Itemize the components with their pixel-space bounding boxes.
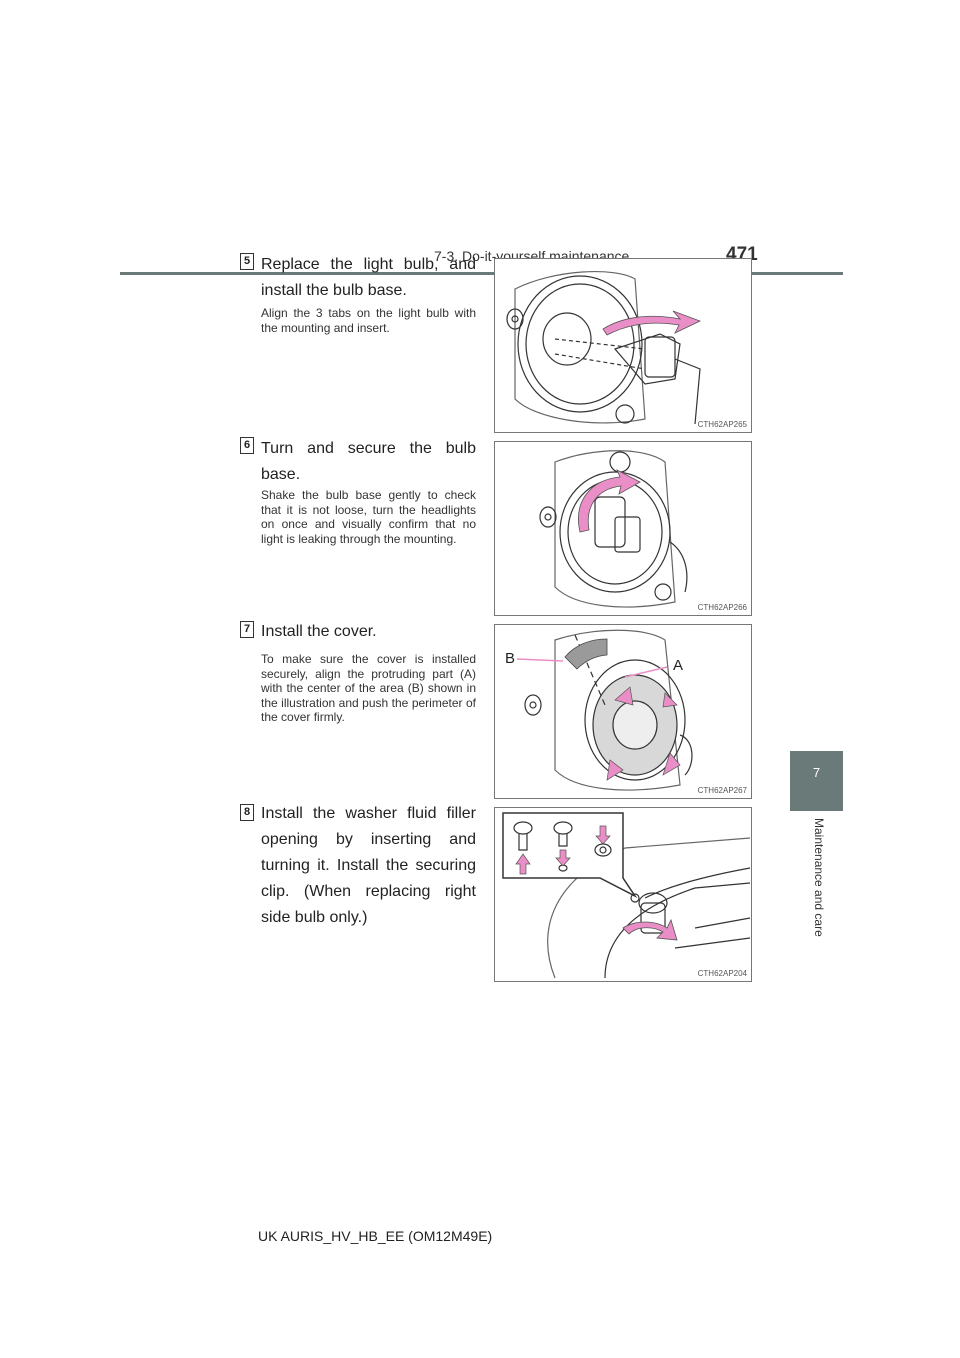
push-arrow: [606, 759, 624, 781]
push-arrow: [662, 692, 678, 708]
step-number-badge: 5: [240, 253, 254, 270]
step-number-badge: 7: [240, 621, 254, 638]
step-note: To make sure the cover is installed secu…: [261, 652, 476, 725]
header-rule: [120, 272, 843, 275]
bulb-secure-illustration: [539, 450, 688, 608]
figure-code: CTH62AP265: [697, 420, 747, 429]
cover-install-illustration: B A: [505, 629, 693, 791]
label-b: B: [505, 650, 515, 667]
step-number-badge: 6: [240, 437, 254, 454]
figure-cover-install: B A CTH62AP267: [494, 624, 752, 799]
bulb-install-illustration: [506, 270, 702, 425]
leader-b: [516, 658, 564, 662]
washer-filler-illustration: [502, 812, 751, 979]
label-a: A: [673, 657, 683, 674]
document-id: UK AURIS_HV_HB_EE (OM12M49E): [258, 1228, 493, 1244]
step-note: Shake the bulb base gently to check that…: [261, 488, 476, 546]
push-arrow: [662, 752, 681, 776]
pull-arrow: [515, 853, 531, 875]
step-note: Align the 3 tabs on the light bulb with …: [261, 306, 476, 335]
insert-arrow: [602, 310, 702, 336]
turn-arrow: [578, 469, 641, 533]
step-title: Replace the light bulb, and install the …: [261, 256, 476, 299]
leader-a: [624, 666, 668, 678]
chapter-label-text: Maintenance and care: [812, 818, 826, 937]
chapter-tab: [790, 751, 843, 811]
step-title: Install the cover.: [261, 623, 377, 640]
figure-code: CTH62AP266: [697, 603, 747, 612]
push-arrow: [555, 849, 571, 867]
figure-bulb-install: CTH62AP265: [494, 258, 752, 433]
push-arrow: [595, 825, 611, 845]
figure-code: CTH62AP267: [697, 786, 747, 795]
area-b: [564, 638, 608, 670]
push-arrow: [614, 686, 634, 706]
chapter-number: 7: [812, 765, 821, 780]
step-title: Turn and secure the bulb base.: [261, 440, 476, 483]
step-number-badge: 8: [240, 804, 254, 821]
step-title: Install the washer fluid filler opening …: [261, 805, 476, 926]
chapter-label: Maintenance and care: [812, 818, 830, 968]
figure-bulb-secure: CTH62AP266: [494, 441, 752, 616]
turn-arrow: [622, 918, 678, 941]
figure-washer-filler: CTH62AP204: [494, 807, 752, 982]
figure-code: CTH62AP204: [697, 969, 747, 978]
